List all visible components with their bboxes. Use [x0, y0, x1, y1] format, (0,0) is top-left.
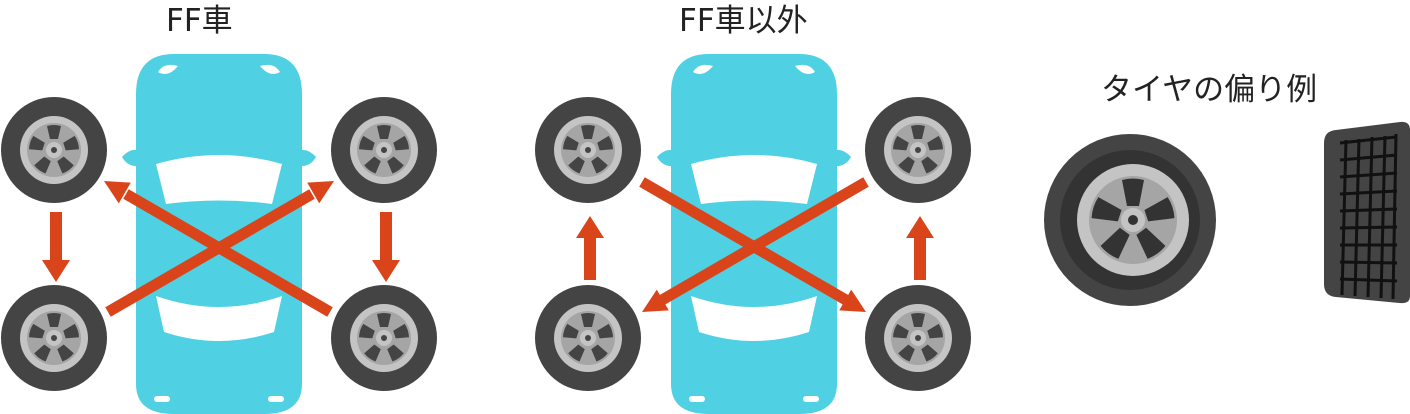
- tire-icon: [535, 97, 641, 203]
- tire-tread-icon: [1324, 121, 1410, 304]
- cross-arrow-line: [639, 177, 849, 305]
- arrow-head: [642, 289, 669, 312]
- up-arrow: [906, 216, 934, 280]
- up-arrow: [576, 216, 604, 280]
- down-arrow: [372, 212, 400, 282]
- tire-icon: [535, 285, 641, 391]
- tire-icon: [331, 285, 437, 391]
- ff-car-diagram: [1, 54, 437, 414]
- down-arrow: [42, 212, 70, 282]
- tire-icon: [865, 285, 971, 391]
- car-top-view-icon: [657, 54, 851, 414]
- cross-arrow-line: [123, 189, 333, 317]
- tire-icon: [865, 97, 971, 203]
- tire-icon: [331, 97, 437, 203]
- non-ff-car-title: FF車以外: [679, 3, 808, 39]
- wear-example-title: タイヤの偏り例: [1101, 72, 1318, 108]
- tire-icon: [1, 97, 107, 203]
- arrow-head: [839, 289, 866, 312]
- non-ff-car-diagram: [535, 54, 971, 414]
- arrow-head: [104, 181, 131, 204]
- cross-arrow-line: [105, 189, 315, 317]
- worn-tire-icon: [1044, 134, 1216, 306]
- tire-icon: [1, 285, 107, 391]
- arrow-head: [307, 181, 334, 204]
- wear-example: [1044, 121, 1410, 306]
- ff-car-title: FF車: [166, 3, 233, 39]
- cross-arrow-line: [659, 177, 869, 305]
- car-top-view-icon: [122, 54, 316, 414]
